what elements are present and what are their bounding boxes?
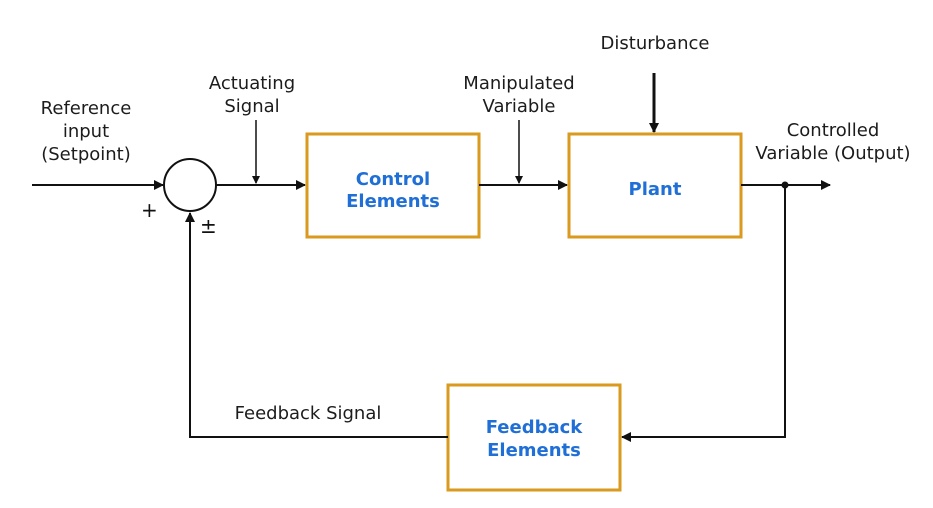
reference-input-label-line3: (Setpoint) xyxy=(41,144,131,165)
controlled-variable-label-line1: Controlled xyxy=(787,120,880,141)
feedback-elements-label-line1: Feedback xyxy=(486,417,584,438)
summing-junction xyxy=(163,158,217,212)
feedback-path-to-block xyxy=(621,185,786,442)
actuating-signal-label-line2: Signal xyxy=(224,96,279,117)
manipulated-variable-label-line1: Manipulated xyxy=(463,73,574,94)
feedback-signal-path xyxy=(185,212,448,438)
actuating-signal-label-line1: Actuating xyxy=(209,73,295,94)
control-elements-block xyxy=(305,132,481,239)
disturbance-label: Disturbance xyxy=(601,33,710,54)
reference-input-label-line2: input xyxy=(63,121,109,142)
manipulated-variable-label-line2: Variable xyxy=(483,96,556,117)
feedback-signal-label: Feedback Signal xyxy=(235,403,382,424)
plant-block xyxy=(567,132,743,239)
control-elements-label-line2: Elements xyxy=(346,191,440,212)
plant-label: Plant xyxy=(629,179,682,200)
plus-sign: + xyxy=(141,198,158,222)
control-elements-label-line1: Control xyxy=(356,169,430,190)
plus-minus-sign: ± xyxy=(200,214,217,238)
controlled-variable-label-line2: Variable (Output) xyxy=(755,143,910,164)
feedback-elements-label-line2: Elements xyxy=(487,440,581,461)
reference-input-label-line1: Reference xyxy=(41,98,132,119)
